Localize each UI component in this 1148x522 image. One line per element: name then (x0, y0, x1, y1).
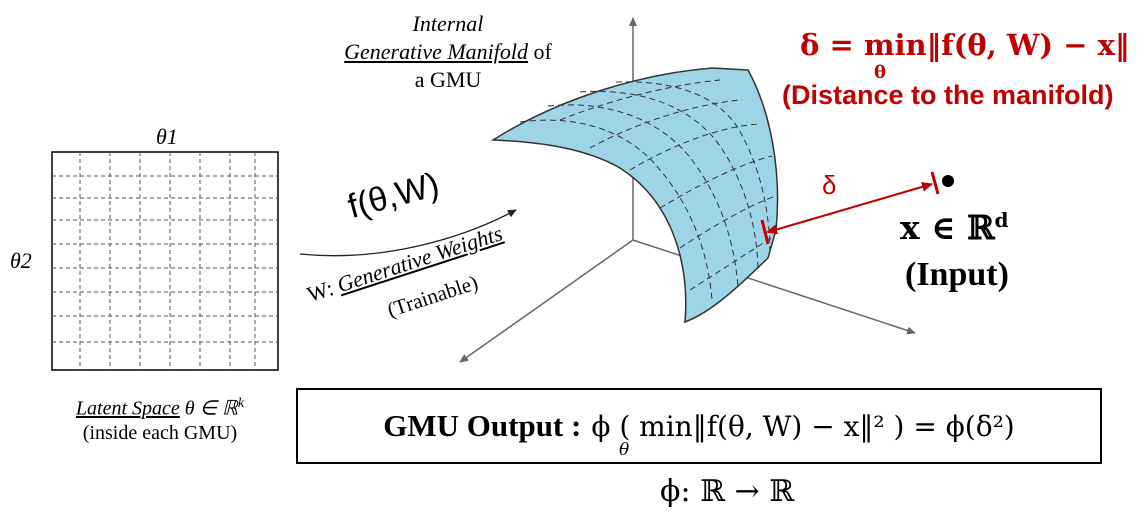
input-label: (Input) (905, 256, 1009, 293)
output-label: GMU Output : (383, 408, 582, 443)
manifold-caption-link: Generative Manifold (344, 39, 529, 64)
delta-formula: δ = min‖f(θ, W) − x‖ (800, 28, 1129, 62)
latent-grid (51, 151, 279, 371)
theta1-label: θ1 (156, 124, 178, 149)
manifold-caption-line1: Internal (412, 11, 484, 36)
mapping-arrow (299, 209, 517, 257)
delta-formula-subscript: θ (874, 62, 887, 83)
delta-description: (Distance to the manifold) (782, 80, 1114, 110)
manifold-point-tick (760, 219, 770, 245)
theta2-label: θ2 (10, 248, 32, 273)
latent-caption: Latent Space θ ∈ ℝk (inside each GMU) (40, 392, 280, 445)
manifold-caption-of: of (528, 39, 552, 64)
axis-left (459, 239, 634, 363)
input-point-tick (930, 171, 940, 195)
distance-arrow (760, 171, 940, 245)
input-symbol-text: x ∈ ℝ (900, 208, 995, 247)
delta-symbol: δ (822, 170, 837, 200)
axis-right (632, 239, 916, 335)
input-superscript: d (994, 208, 1009, 232)
input-point (942, 175, 954, 187)
input-symbol: x ∈ ℝd (900, 208, 1009, 247)
manifold-caption-line3: a GMU (414, 67, 482, 92)
phi-definition: ϕ: ℝ → ℝ (660, 474, 795, 509)
latent-superscript: k (237, 396, 245, 411)
latent-space-name: Latent Space (75, 397, 180, 420)
latent-space-math: θ ∈ ℝ (179, 397, 238, 420)
latent-note: (inside each GMU) (82, 421, 238, 444)
output-formula: ϕ ( min‖f(θ, W) − x‖² ) = ϕ(δ²) (591, 409, 1015, 443)
output-formula-subscript: θ (619, 440, 630, 460)
manifold-surface (490, 67, 779, 324)
delta-formula-text: δ = min‖f(θ, W) − x‖ (800, 28, 1130, 62)
output-box: GMU Output : ϕ ( min‖f(θ, W) − x‖² ) = ϕ… (296, 388, 1102, 464)
manifold-caption: Internal Generative Manifold of a GMU (318, 10, 578, 94)
